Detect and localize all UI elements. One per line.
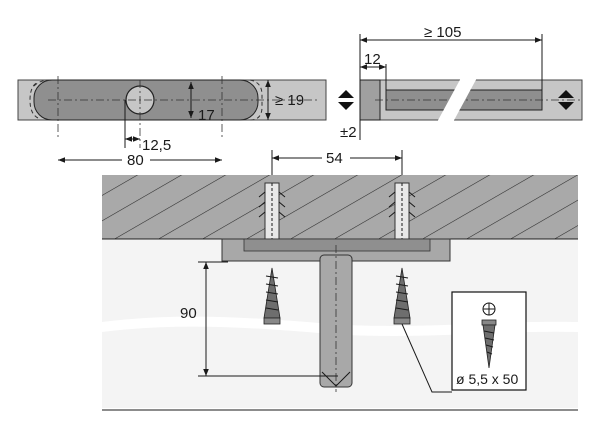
- dim-depth: 90: [180, 305, 197, 322]
- dim-hole-offset: 12,5: [142, 137, 171, 154]
- screw-spec-label: ø 5,5 x 50: [456, 371, 518, 387]
- dim-tolerance: ±2: [340, 124, 357, 141]
- side-view-profile: [359, 76, 583, 124]
- support-pin: [319, 245, 353, 392]
- dim-spacing: 54: [326, 150, 343, 167]
- top-view-rail: [17, 76, 327, 148]
- dim-height: 17: [198, 107, 215, 124]
- height-adjust-arrows-icon: [558, 90, 574, 110]
- screw-spec-callout: ø 5,5 x 50: [451, 291, 527, 391]
- dim-length-min: ≥ 105: [424, 24, 461, 41]
- dim-height-min: ≥ 19: [275, 92, 304, 109]
- height-adjust-arrows-icon: [338, 90, 354, 110]
- screw-left: [263, 267, 281, 325]
- phillips-screwdriver-icon: [482, 302, 496, 316]
- ceiling-section: [102, 175, 578, 239]
- wall-plug-left: [258, 182, 286, 250]
- dim-width: 80: [127, 152, 144, 169]
- dim-offset: 12: [364, 51, 381, 68]
